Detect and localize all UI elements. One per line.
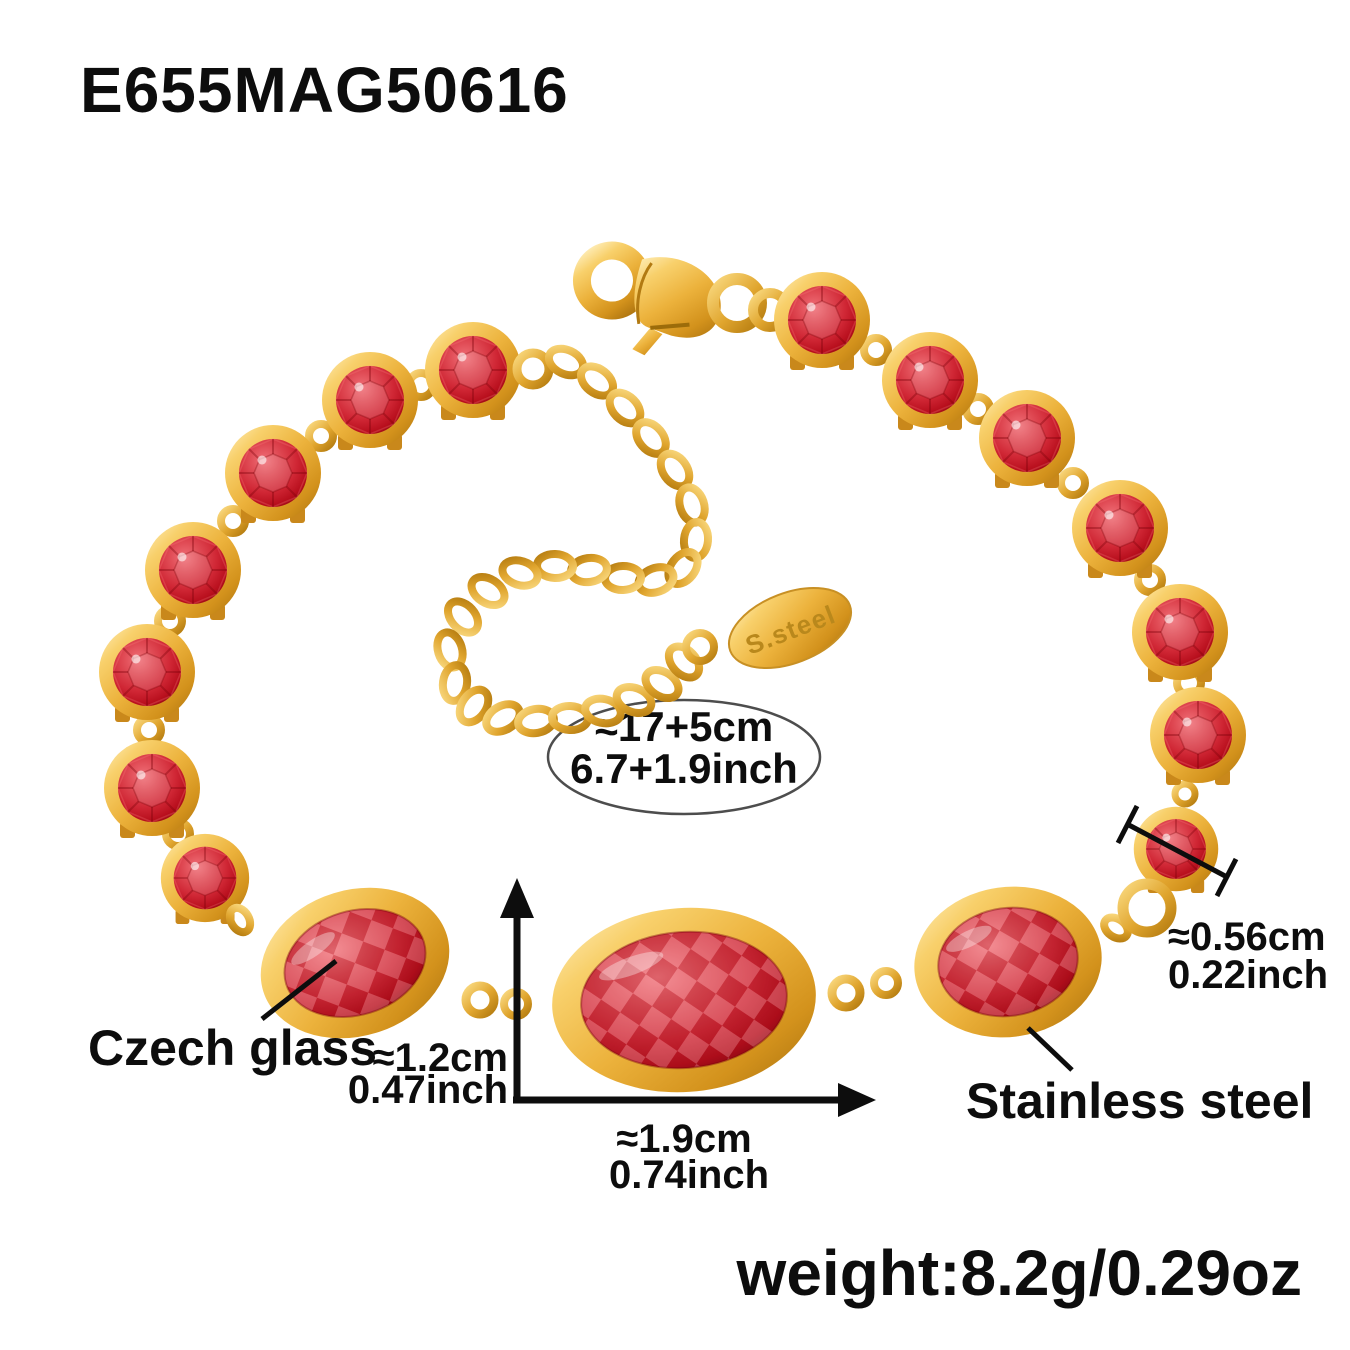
- length-inch-label: 6.7+1.9inch: [570, 745, 798, 792]
- steel-tag: S.steel: [727, 587, 853, 669]
- round-stone-strand-left: [98, 321, 522, 925]
- width-dimension-arrow: [513, 1083, 876, 1117]
- round-stone: [98, 623, 196, 723]
- round-stone: [1131, 583, 1229, 683]
- product-code: E655MAG50616: [80, 54, 569, 126]
- length-annotation: ≈17+5cm 6.7+1.9inch: [546, 698, 822, 816]
- small-stone-inch-label: 0.22inch: [1168, 953, 1328, 997]
- lobster-clasp-icon: [572, 241, 721, 356]
- round-stone: [1071, 479, 1169, 579]
- bracelet: S.steel: [98, 241, 1247, 1093]
- round-stone: [1149, 686, 1247, 786]
- end-ring: [1117, 878, 1177, 938]
- round-stone-strand-right: [773, 271, 1247, 894]
- round-stone: [424, 321, 522, 421]
- length-ellipse-outline: [546, 698, 822, 816]
- stainless-steel-pointer-line: [1026, 1026, 1074, 1072]
- czech-glass-pointer-line: [260, 959, 338, 1021]
- oval-width-cm-label: ≈1.9cm: [616, 1117, 751, 1161]
- arrow-right-icon: [838, 1083, 876, 1117]
- arrow-up-icon: [500, 878, 534, 918]
- oval-height-inch-label: 0.47inch: [348, 1068, 508, 1112]
- extension-chain: [433, 344, 718, 738]
- czech-glass-label: Czech glass: [88, 1020, 377, 1076]
- height-dimension-arrow: [500, 878, 534, 1100]
- small-stone-cm-label: ≈0.56cm: [1168, 915, 1326, 959]
- stainless-steel-label: Stainless steel: [966, 1073, 1313, 1129]
- oval-stone-center: [552, 907, 816, 1093]
- round-stone: [144, 521, 242, 621]
- oval-stone-right: [914, 886, 1102, 1038]
- oval-stone-left: [260, 887, 450, 1039]
- weight-text: weight:8.2g/0.29oz: [736, 1237, 1302, 1309]
- oval-width-inch-label: 0.74inch: [609, 1153, 769, 1197]
- round-stone: [773, 271, 871, 371]
- clasp-jump-ring: [707, 273, 767, 333]
- oval-height-cm-label: ≈1.2cm: [373, 1036, 508, 1080]
- small-stone-measure-line: [1115, 804, 1239, 898]
